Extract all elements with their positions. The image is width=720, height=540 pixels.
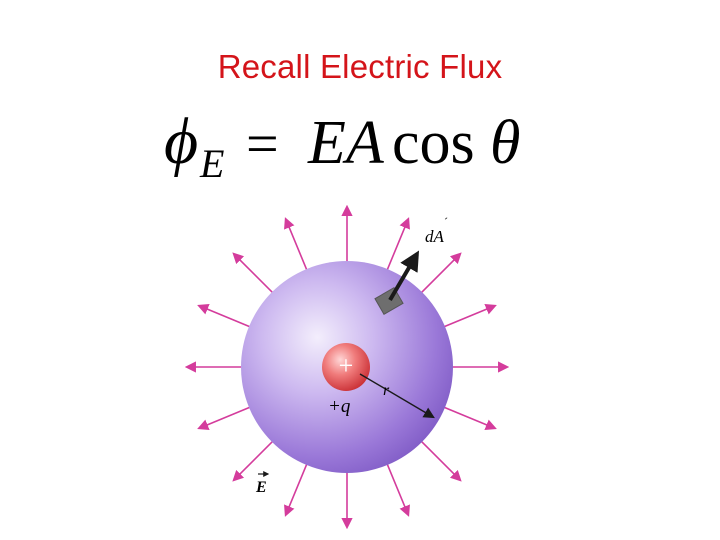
equation-cos: cos xyxy=(392,109,475,177)
area-vector-label: dA xyxy=(425,227,445,246)
equation-theta: θ xyxy=(490,109,521,177)
equation-equals: = xyxy=(246,111,279,176)
charge-sign: + xyxy=(339,351,354,380)
equation-subscript: E xyxy=(200,141,225,186)
slide-title: Recall Electric Flux xyxy=(217,48,503,85)
radius-arrow xyxy=(359,373,435,419)
point-charge xyxy=(322,343,370,391)
radius-label: r xyxy=(383,382,390,399)
flux-equation: ϕ E = EA cos θ xyxy=(160,104,560,188)
equation-ea: EA xyxy=(308,109,384,177)
area-vector-arrow xyxy=(388,250,420,302)
field-label: E xyxy=(255,479,267,496)
area-element-square-icon xyxy=(374,287,404,315)
charge-label: +q xyxy=(328,396,351,417)
equation-phi: ϕ xyxy=(164,105,199,178)
area-vector-hat: ´ xyxy=(444,215,448,229)
